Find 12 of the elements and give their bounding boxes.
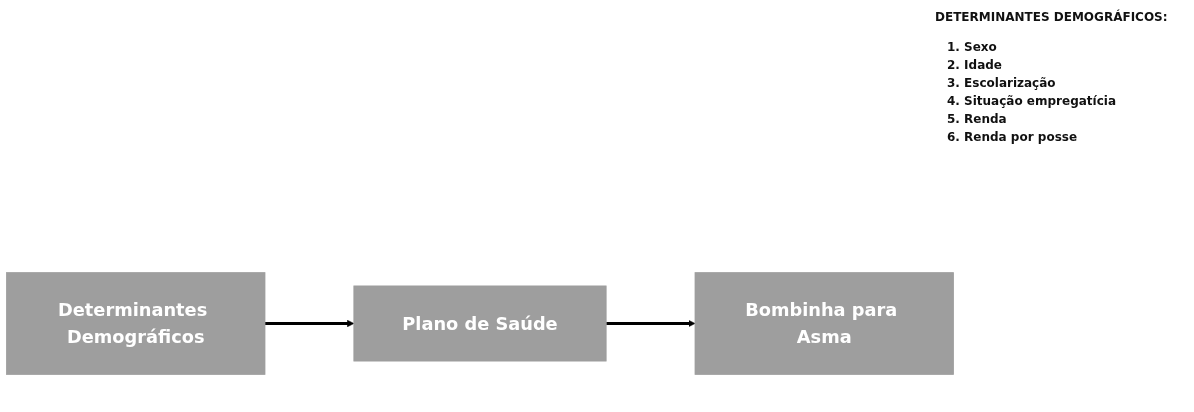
node-box: Bombinha para Asma bbox=[694, 272, 954, 375]
list-item: 4. Situação empregatícia bbox=[947, 93, 1117, 110]
list-item: 3. Escolarização bbox=[947, 75, 1057, 92]
list-item: 5. Renda bbox=[947, 111, 1008, 128]
arrow bbox=[606, 319, 696, 328]
node-box: Determinantes Demográficos bbox=[6, 272, 266, 375]
arrow bbox=[265, 319, 355, 328]
list-heading: DETERMINANTES DEMOGRÁFICOS: bbox=[935, 10, 1168, 24]
list-item: 1. Sexo bbox=[947, 39, 998, 56]
list-item: 6. Renda por posse bbox=[947, 129, 1079, 146]
list-item: 2. Idade bbox=[947, 57, 1003, 74]
node-box: Plano de Saúde bbox=[353, 285, 607, 362]
